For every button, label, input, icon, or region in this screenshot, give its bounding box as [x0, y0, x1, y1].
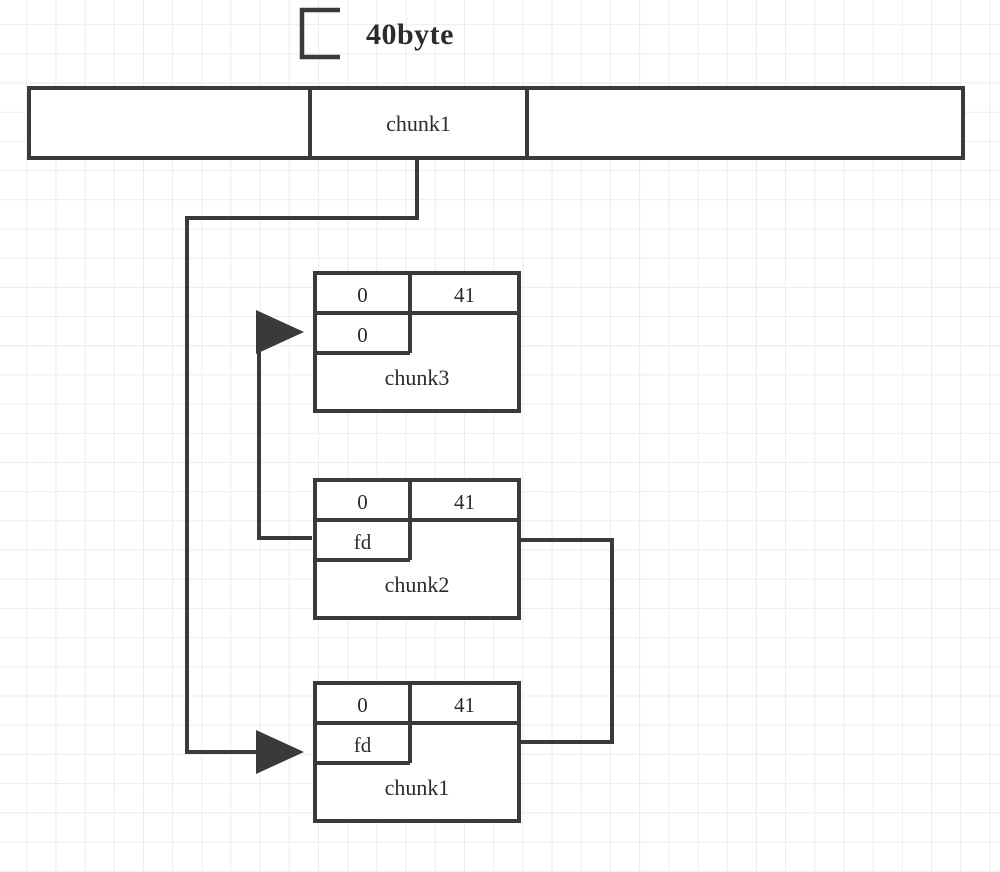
- chunk-block-chunk3: [313, 271, 521, 413]
- chunk1-outer-box: [313, 681, 521, 823]
- chunk-block-chunk1: [313, 681, 521, 823]
- bracket-left-icon: [299, 7, 340, 60]
- chunk3-outer-box: [313, 271, 521, 413]
- chunk2-outer-box: [313, 478, 521, 620]
- connector-chunk2-to-chunk3: [256, 310, 312, 540]
- memory-region-bar: [27, 86, 965, 160]
- connector-membar-to-chunk1: [185, 158, 419, 774]
- chunk-block-chunk2: [313, 478, 521, 620]
